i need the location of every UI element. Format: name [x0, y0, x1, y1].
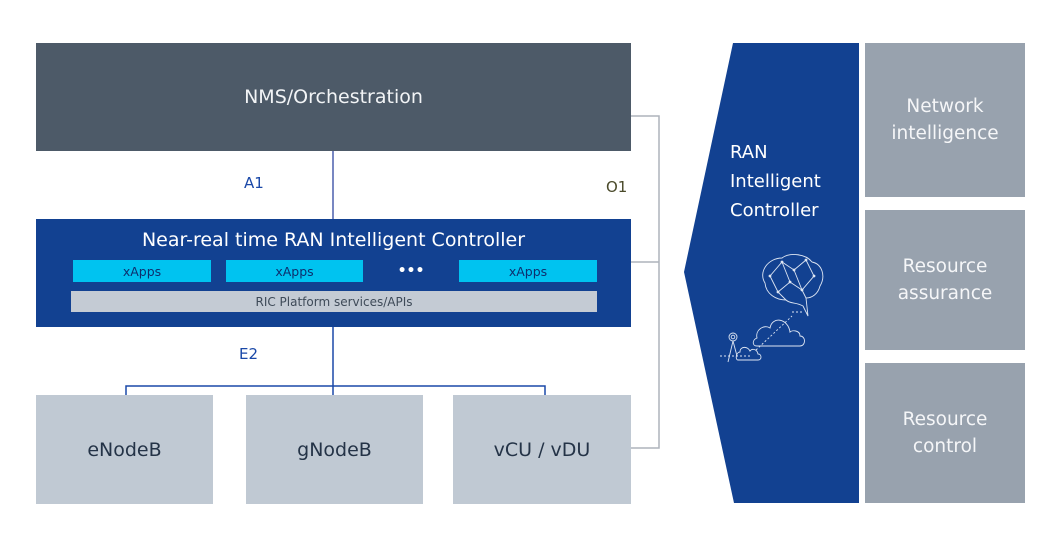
xapp-ellipsis: ••• [397, 263, 425, 279]
ric-panel-shape [684, 43, 859, 503]
ric-platform-bar: RIC Platform services/APIs [71, 291, 597, 312]
near-rt-ric-box: Near-real time RAN Intelligent Controlle… [36, 219, 631, 327]
node-gnodeb: gNodeB [246, 395, 423, 504]
ric-panel-title-line: Intelligent [730, 171, 821, 192]
near-rt-ric-title: Near-real time RAN Intelligent Controlle… [141, 229, 526, 251]
a1-interface-label: A1 [244, 174, 264, 192]
ric-panel-title-line: RAN [730, 142, 768, 163]
antenna-icon [727, 332, 738, 363]
brain-cloud-antenna-icon [720, 254, 824, 363]
function-resource-control: Resource control [865, 363, 1025, 503]
cloud-icon [735, 346, 762, 361]
o1-interface-label: O1 [606, 178, 628, 196]
xapp-block: xApps [226, 260, 363, 282]
nms-label: NMS/Orchestration [244, 86, 423, 108]
function-label-line: assurance [897, 283, 993, 304]
node-enodeb: eNodeB [36, 395, 213, 504]
brain-icon [762, 254, 824, 317]
function-label-line: Resource [902, 256, 988, 277]
function-label-line: control [912, 436, 978, 457]
xapp-block: xApps [73, 260, 211, 282]
ric-panel-title-line: Controller [730, 200, 819, 221]
cloud-icon [752, 319, 805, 347]
function-label-line: Network [906, 96, 984, 117]
function-resource-assurance: Resource assurance [865, 210, 1025, 350]
ric-panel-title: RAN Intelligent Controller [730, 138, 850, 225]
function-network-intelligence: Network intelligence [865, 43, 1025, 197]
node-vcu-vdu: vCU / vDU [453, 395, 631, 504]
nms-orchestration-box: NMS/Orchestration [36, 43, 631, 151]
e2-interface-label: E2 [239, 345, 259, 363]
xapp-block: xApps [459, 260, 597, 282]
function-label-line: Resource [902, 409, 988, 430]
function-label-line: intelligence [891, 123, 999, 144]
